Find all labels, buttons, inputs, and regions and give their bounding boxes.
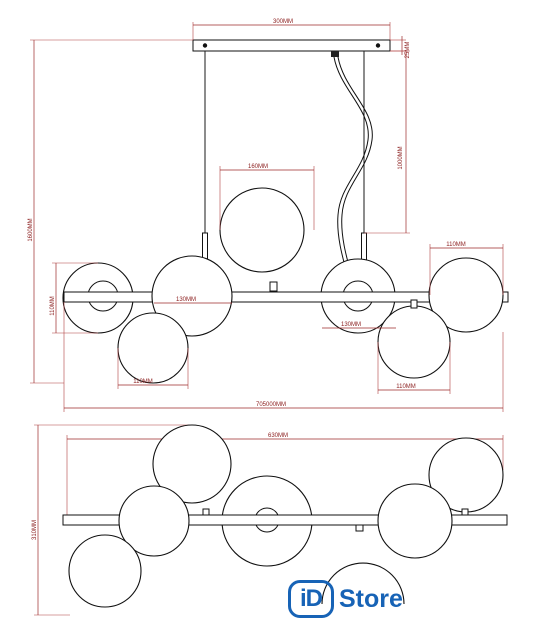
depth-label: 310MM bbox=[32, 520, 38, 540]
globe-mid-right-label: 130MM bbox=[341, 322, 361, 328]
plan-bar bbox=[62, 514, 508, 526]
plan-globe-mid-right bbox=[377, 483, 453, 559]
plan-globe-top-left bbox=[152, 424, 232, 504]
total-height-label: 1600MM bbox=[28, 218, 34, 241]
canopy-height-label: 25MM bbox=[405, 42, 411, 59]
bar-length-label: 630MM bbox=[268, 433, 288, 439]
power-cable bbox=[333, 56, 369, 293]
plan-view: 310MM 630MM bbox=[32, 424, 508, 616]
globe-bottom-left-label: 110MM bbox=[133, 379, 153, 385]
main-bar bbox=[63, 291, 509, 303]
brand-logo-word: Store bbox=[339, 584, 403, 613]
canopy-cable-gland bbox=[331, 51, 339, 57]
brand-logo-mark: iD bbox=[288, 580, 334, 618]
globe-right-top-label: 110MM bbox=[446, 242, 466, 248]
brand-logo: iD Store bbox=[288, 578, 403, 620]
canopy bbox=[192, 39, 391, 52]
total-length-label: 705000MM bbox=[256, 402, 286, 408]
globe-left-label: 110MM bbox=[50, 296, 56, 316]
canopy-screw-right bbox=[375, 43, 381, 48]
globe-bottom-right-label: 110MM bbox=[396, 384, 416, 390]
brand-logo-mark-text: iD bbox=[300, 585, 323, 612]
globe-mid-left-label: 130MM bbox=[176, 297, 196, 303]
canopy-screw-left bbox=[202, 43, 208, 48]
plan-globe-bottom-left bbox=[68, 534, 142, 608]
globe-large-label: 160MM bbox=[248, 164, 268, 170]
front-view: 300MM 25MM 1000MM bbox=[28, 19, 509, 412]
globe-bottom-left bbox=[117, 312, 189, 384]
globe-bottom-right bbox=[377, 305, 451, 379]
canopy-width-label: 300MM bbox=[273, 19, 293, 25]
plan-globe-mid-left bbox=[118, 485, 190, 557]
globe-large bbox=[219, 187, 305, 273]
globe-mid-left bbox=[151, 255, 233, 337]
cable-length-label: 1000MM bbox=[398, 146, 404, 169]
